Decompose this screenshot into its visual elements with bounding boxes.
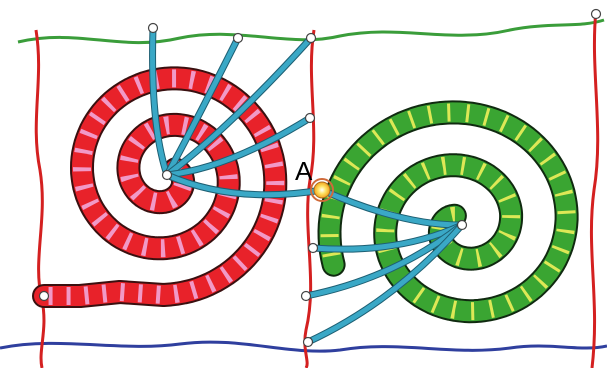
green-spiral-band <box>319 102 577 322</box>
endpoint-node <box>302 336 314 348</box>
endpoint-node <box>38 290 50 302</box>
green-hub-tube-1 <box>319 187 465 228</box>
point-a-label: A <box>295 156 313 186</box>
right-boundary-curve <box>589 9 600 369</box>
bottom-boundary-curve <box>0 340 607 353</box>
top-boundary-curve <box>17 18 605 45</box>
point-a-marker <box>313 181 331 199</box>
green-hub-tube-3 <box>303 222 465 299</box>
endpoint-nodes <box>38 8 602 348</box>
green-hub-tube-2 <box>310 222 465 252</box>
endpoint-node <box>456 219 468 231</box>
middle-boundary-curve <box>303 29 316 369</box>
red-hub-tube-5 <box>164 172 325 198</box>
endpoint-node <box>147 22 159 34</box>
endpoint-node <box>307 242 319 254</box>
connector-tubes <box>149 24 466 346</box>
green-hub-tube-4 <box>305 222 465 345</box>
endpoint-node <box>305 32 317 44</box>
green-spiral <box>317 100 579 324</box>
endpoint-node <box>304 112 316 124</box>
endpoint-node <box>232 32 244 44</box>
endpoint-node <box>590 8 602 20</box>
endpoint-node <box>300 290 312 302</box>
red-hub-tube-2 <box>164 35 241 178</box>
red-hub-tube-1 <box>150 25 170 178</box>
left-boundary-curve <box>34 29 46 369</box>
red-spiral-stripes <box>44 69 285 305</box>
red-hub-tube-3 <box>164 35 314 178</box>
endpoint-node <box>161 169 173 181</box>
point-a-ring <box>310 178 334 202</box>
red-hub-tube-4 <box>164 115 313 178</box>
